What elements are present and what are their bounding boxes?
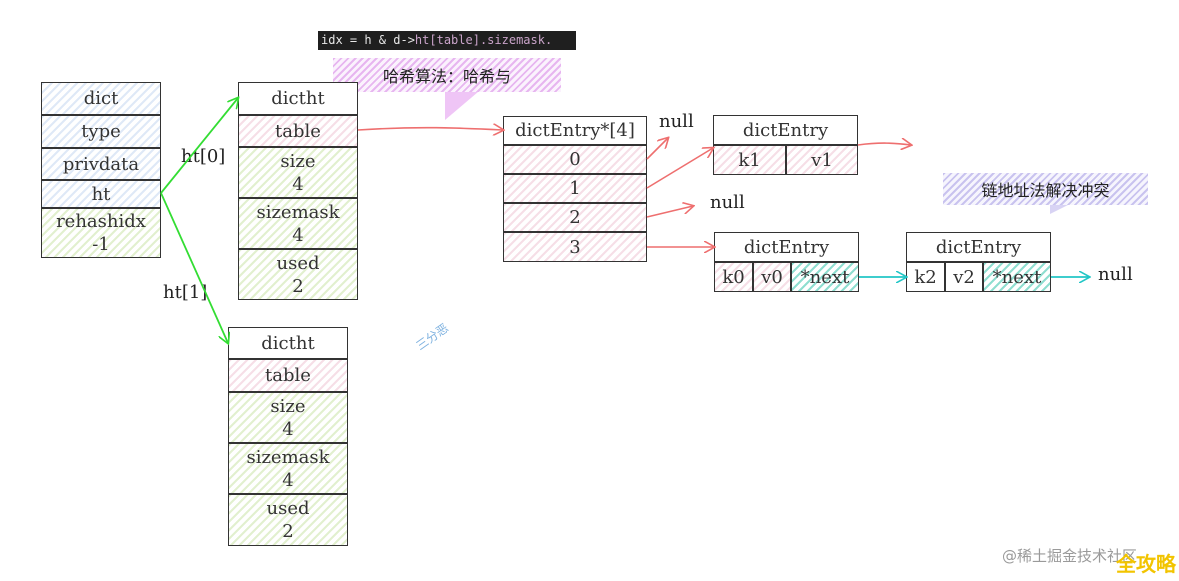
- entry-b-key: k0: [714, 262, 753, 292]
- bucket-slot-2-text: 2: [569, 207, 581, 228]
- entry-c-value: v2: [945, 262, 983, 292]
- dictht1-size-value: 4: [282, 418, 294, 440]
- entry-b-value-text: v0: [761, 266, 783, 288]
- chain-note-text: 链地址法解决冲突: [981, 181, 1110, 200]
- dictht0-table: table: [238, 115, 358, 147]
- dictht1-table-text: table: [265, 365, 311, 386]
- dict-rehashidx-value: -1: [92, 234, 110, 255]
- dictht0-size-label: size: [280, 150, 316, 172]
- dict-rehashidx-label: rehashidx: [56, 211, 146, 232]
- dict-field-type: type: [41, 115, 161, 148]
- dictht0-used-value: 2: [292, 275, 304, 297]
- dictht1-title: dictht: [228, 327, 348, 359]
- entry-c-key-text: k2: [914, 266, 937, 288]
- dictht1-used-label: used: [266, 498, 310, 519]
- arrow-slot0-null: [646, 138, 668, 160]
- arrow-table-to-buckets: [357, 128, 503, 130]
- dictht0-table-text: table: [275, 120, 321, 142]
- entry-c-title-text: dictEntry: [935, 236, 1022, 258]
- dictht1-title-text: dictht: [261, 332, 315, 354]
- entry-b-next: *next: [791, 262, 859, 292]
- bucket-slot-1-text: 1: [569, 178, 581, 199]
- null-label-slot2: null: [710, 192, 745, 213]
- hash-note-text: 哈希算法：哈希与: [382, 67, 511, 86]
- dict-field-ht: ht: [41, 180, 161, 208]
- bucket-slot-0: 0: [503, 145, 647, 174]
- code-prefix: idx = h & d->: [321, 33, 415, 47]
- null-label-slot0: null: [659, 111, 694, 132]
- dict-rehashidx: rehashidx-1: [41, 208, 161, 258]
- bucket-array-title: dictEntry*[4]: [503, 116, 647, 145]
- code-highlight: ht[table].sizemask.: [414, 33, 553, 47]
- entry-c-next: *next: [983, 262, 1051, 292]
- arrow-ht1: [160, 192, 228, 343]
- code-snippet: idx = h & d->ht[table].sizemask.: [318, 31, 576, 50]
- hash-note: 哈希算法：哈希与: [333, 58, 561, 92]
- entry-c-key: k2: [906, 262, 945, 292]
- bucket-slot-3-text: 3: [569, 236, 581, 258]
- ht0-label: ht[0]: [181, 146, 226, 167]
- entry-b-next-text: *next: [800, 266, 850, 288]
- entry-a-value: v1: [786, 145, 858, 175]
- dictht0-title: dictht: [238, 82, 358, 115]
- dictht1-size-label: size: [270, 395, 306, 417]
- arrow-entry-a-out: [857, 143, 911, 145]
- arrow-slot2-null: [646, 206, 693, 218]
- dict-field-privdata: privdata: [41, 148, 161, 180]
- hash-note-pointer: [445, 92, 478, 120]
- dictht1-table: table: [228, 359, 348, 392]
- watermark-site: @稀土掘金技术社区: [1002, 545, 1137, 566]
- null-label-chain-end: null: [1098, 264, 1133, 285]
- dictht0-sizemask-value: 4: [292, 224, 304, 246]
- entry-a-title: dictEntry: [713, 115, 858, 145]
- dict-title: dict: [41, 82, 161, 115]
- chain-note: 链地址法解决冲突: [943, 173, 1148, 205]
- bucket-array-title-text: dictEntry*[4]: [515, 120, 635, 141]
- watermark-brand-text: 全攻略: [1116, 552, 1176, 576]
- entry-a-title-text: dictEntry: [742, 119, 829, 141]
- chain-note-pointer: [1050, 205, 1068, 214]
- ht1-label: ht[1]: [163, 282, 208, 303]
- dictht0-used-label: used: [276, 252, 320, 274]
- watermark-site-text: @稀土掘金技术社区: [1002, 547, 1138, 565]
- entry-b-value: v0: [753, 262, 791, 292]
- dictht1-sizemask-label: sizemask: [246, 446, 330, 468]
- dictht0-title-text: dictht: [271, 88, 325, 109]
- arrow-slot1-entry: [646, 148, 713, 189]
- entry-a-key: k1: [713, 145, 786, 175]
- bucket-slot-2: 2: [503, 203, 647, 232]
- entry-a-value-text: v1: [811, 149, 833, 171]
- dictht1-used-value: 2: [282, 521, 294, 542]
- bucket-slot-1: 1: [503, 174, 647, 203]
- dict-field-privdata-text: privdata: [62, 153, 140, 175]
- dict-title-text: dict: [83, 88, 119, 109]
- bucket-slot-3: 3: [503, 232, 647, 262]
- entry-b-title: dictEntry: [714, 232, 859, 262]
- dict-field-type-text: type: [81, 121, 121, 142]
- dict-field-ht-text: ht: [91, 183, 111, 205]
- entry-b-title-text: dictEntry: [743, 236, 830, 258]
- entry-b-key-text: k0: [722, 266, 745, 288]
- entry-c-value-text: v2: [953, 266, 975, 288]
- dictht0-sizemask-label: sizemask: [256, 201, 340, 223]
- arrow-ht0: [160, 98, 238, 194]
- entry-c-title: dictEntry: [906, 232, 1051, 262]
- bucket-slot-0-text: 0: [569, 149, 581, 170]
- dictht0-size-value: 4: [292, 173, 304, 195]
- dictht1-sizemask-value: 4: [282, 469, 294, 491]
- watermark-brand: 全攻略: [1116, 548, 1176, 577]
- entry-c-next-text: *next: [992, 266, 1042, 288]
- entry-a-key-text: k1: [738, 149, 761, 171]
